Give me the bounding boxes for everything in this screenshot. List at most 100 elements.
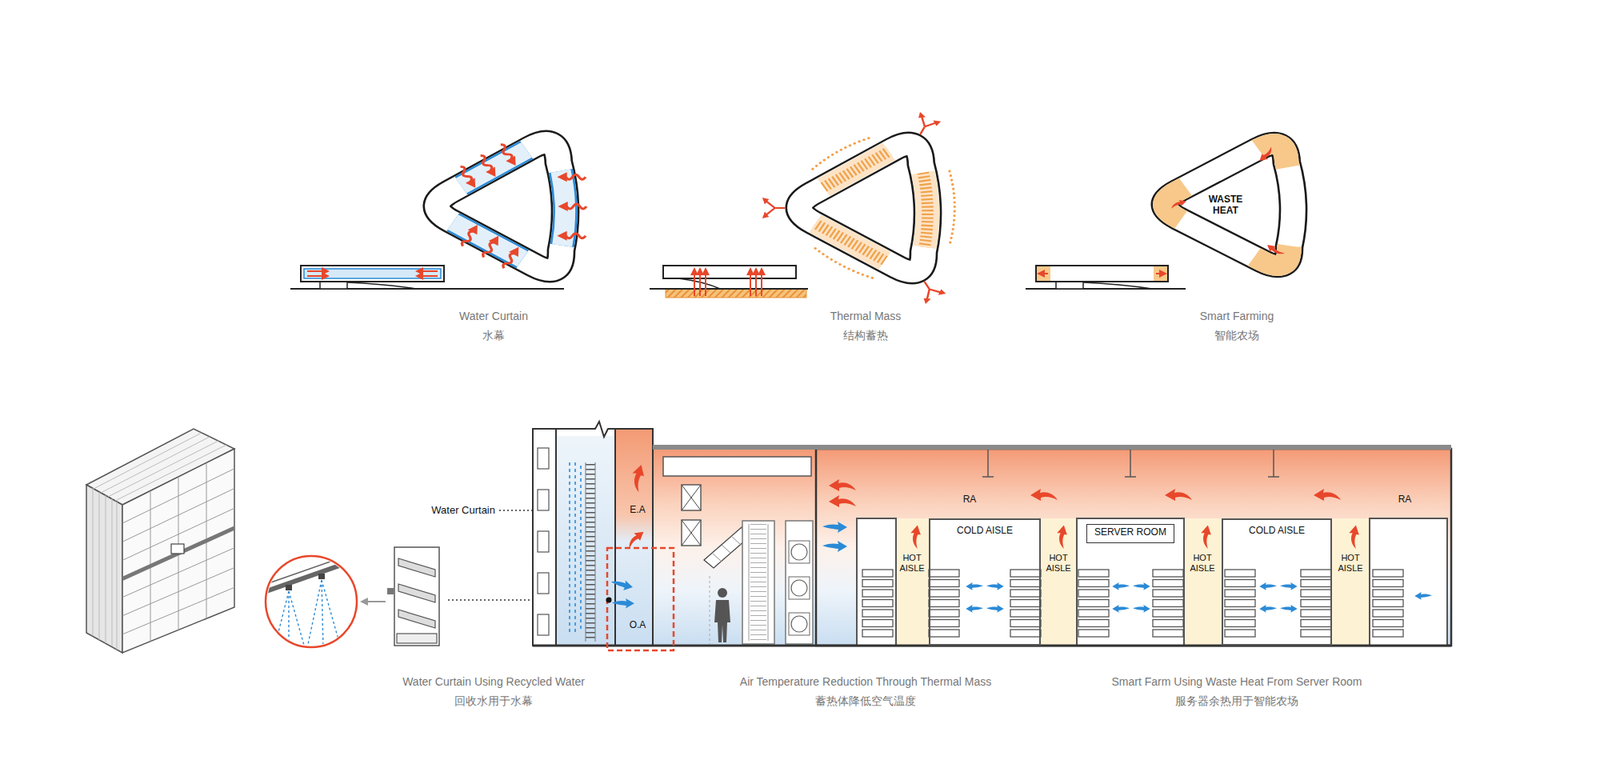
smart-farming-ring <box>1168 198 1188 210</box>
airflow-arrows <box>1112 604 1130 613</box>
building-section <box>862 569 893 637</box>
water-curtain-unit <box>86 428 235 653</box>
thermal-mass-ring <box>914 276 947 304</box>
building-section <box>742 520 775 644</box>
building-section <box>1010 569 1041 637</box>
water-curtain-plan <box>300 265 444 282</box>
building-section <box>537 531 549 552</box>
building-section <box>788 576 810 600</box>
caption-title-zh: 水幕 <box>482 328 505 342</box>
water-curtain-ring <box>556 172 585 182</box>
airflow-arrows <box>612 598 635 609</box>
airflow-arrows <box>986 604 1004 613</box>
air-label: O.A <box>629 620 647 632</box>
smart-farming-plan <box>1025 265 1186 289</box>
thermal-mass-plan <box>649 288 808 290</box>
cold-aisle-enclosure: COLD AISLE <box>928 518 1041 646</box>
water-curtain-unit <box>122 528 235 580</box>
building-section <box>1372 569 1404 637</box>
building-section <box>785 520 813 644</box>
node-text: SERVER ROOM <box>1094 527 1167 539</box>
curtain-module <box>394 547 440 646</box>
curtain-module <box>387 588 394 595</box>
nozzle-detail <box>264 551 360 648</box>
water-curtain-ring <box>456 164 480 191</box>
airflow-arrows <box>1164 488 1192 501</box>
thermal-mass-plan <box>699 268 701 296</box>
curtain-module <box>396 633 437 644</box>
airflow-arrows <box>1054 524 1069 549</box>
smart-farming-ring <box>1256 146 1277 164</box>
building-section <box>928 518 1041 646</box>
building-section <box>1040 518 1077 646</box>
airflow-arrows <box>1259 604 1277 613</box>
thermal-mass-plan <box>665 288 807 298</box>
nozzle-detail <box>264 551 360 585</box>
caption-title-zh: 智能农场 <box>1214 328 1260 342</box>
caption-text: Air Temperature Reduction Through Therma… <box>740 675 992 688</box>
building-section <box>537 489 549 511</box>
thermal-mass-ring <box>799 144 928 272</box>
nozzle-detail <box>361 600 386 603</box>
building-section <box>791 580 808 596</box>
building-section <box>791 616 808 632</box>
airflow-arrows <box>1030 488 1058 501</box>
building-section <box>615 428 653 646</box>
water-curtain-ring <box>436 142 565 270</box>
building-section <box>788 540 810 564</box>
thermal-mass-plan <box>693 268 696 296</box>
airflow-arrows <box>1198 524 1213 549</box>
nozzle-detail <box>318 573 325 580</box>
building-section <box>709 576 711 644</box>
building-section <box>585 464 596 640</box>
airflow-arrows <box>908 524 923 549</box>
air-label: RA <box>963 494 977 506</box>
nozzle-detail <box>264 558 360 592</box>
water-curtain-ring <box>436 142 587 272</box>
building-section <box>750 524 767 641</box>
airflow-arrows <box>1313 488 1341 501</box>
airflow-arrows <box>609 577 634 592</box>
water-curtain-unit <box>122 448 235 653</box>
building-section <box>1078 569 1109 637</box>
building-section <box>856 518 896 646</box>
nozzle-detail <box>274 580 341 648</box>
air-label: E.A <box>629 504 645 516</box>
water-curtain-plan <box>320 281 348 289</box>
airflow-arrows <box>986 582 1004 591</box>
water-curtain-ring <box>436 142 565 270</box>
node-text: COLD AISLE <box>1248 525 1305 537</box>
building-section <box>681 520 701 546</box>
thermal-mass-plan <box>649 265 808 298</box>
nozzle-detail <box>285 584 292 591</box>
aisle-label: HOT AISLE <box>1334 552 1367 573</box>
aisle-label: HOT AISLE <box>1186 552 1219 573</box>
building-section <box>1221 518 1332 646</box>
thermal-mass-plan <box>704 268 707 296</box>
caption-text: Smart Farm Using Waste Heat From Server … <box>1112 675 1363 688</box>
thermal-mass-plan <box>749 268 752 296</box>
caption-text-zh: 回收水用于水幕 <box>454 694 533 708</box>
airflow-arrows <box>822 521 848 533</box>
building-section <box>681 520 701 546</box>
aisle-label: HOT AISLE <box>896 552 928 573</box>
building-section <box>663 456 812 476</box>
building-section <box>1152 569 1184 637</box>
airflow-arrows <box>965 582 984 591</box>
thermal-mass-ring <box>762 197 785 219</box>
waste-heat-label: WASTE HEAT <box>1205 194 1246 217</box>
thermal-mass-ring <box>799 144 928 272</box>
nozzle-detail <box>264 551 386 648</box>
airflow-arrows <box>828 495 856 508</box>
smart-farming-plan <box>1083 282 1152 289</box>
smart-farming-plan <box>1056 281 1084 289</box>
caption-title: Smart Farming <box>1200 309 1275 323</box>
water-curtain-plan <box>307 275 328 277</box>
nozzle-detail <box>265 556 357 648</box>
water-curtain-ring <box>557 201 586 212</box>
caption-title-zh: 结构蓄热 <box>843 328 888 342</box>
water-curtain-ring <box>479 233 504 260</box>
building-section <box>681 484 701 511</box>
